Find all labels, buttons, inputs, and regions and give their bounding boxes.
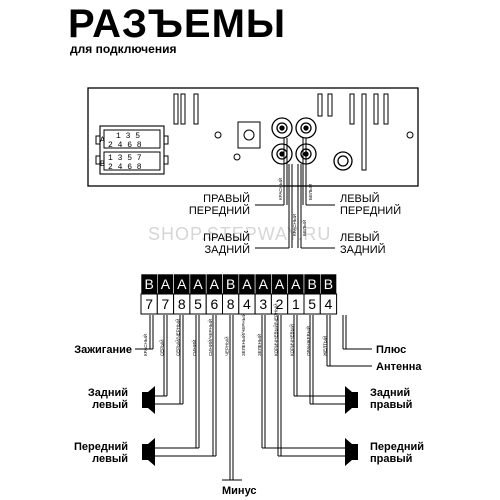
speaker-rear-right-icon <box>345 386 358 414</box>
pin-wire-color: ЖЕЛТЫЙ <box>320 336 327 356</box>
row-a-bottom: 2 4 6 8 <box>108 141 142 150</box>
speaker-front-right-icon <box>345 438 358 466</box>
pin-row-letter: B <box>226 276 235 292</box>
label-antenna: Антенна <box>376 361 422 373</box>
pin-number: 7 <box>145 296 153 312</box>
pin-row-letter: A <box>161 276 171 292</box>
pin-wire-color: ЧЕРНЫЙ <box>223 337 230 356</box>
pin-number: 7 <box>162 296 170 312</box>
pin-number: 4 <box>243 296 251 312</box>
pin-number: 2 <box>276 296 284 312</box>
pin-wire-color: КОРИЧНЕВЫЙ <box>288 324 295 356</box>
rca-wire-red: КРАСНЫЙ <box>276 178 283 200</box>
pin-number: 4 <box>325 296 333 312</box>
pin-row-letter: A <box>177 276 187 292</box>
pin-number: 1 <box>292 296 300 312</box>
row-a-label: A <box>100 136 105 145</box>
label-plus: Плюс <box>376 344 406 356</box>
label-minus: Минус <box>222 485 257 497</box>
label-ignition: Зажигание <box>74 344 132 356</box>
rca-wire-white-2: БЕЛЫЙ <box>300 220 307 236</box>
rca-wire-red-2: КРАСНЫЙ <box>290 214 297 236</box>
pin-wire-color: СИНИЙ/ЧЕРНЫЙ <box>206 319 213 356</box>
wiring-lines <box>135 315 372 481</box>
pin-number: 3 <box>259 296 267 312</box>
pin-number: 5 <box>194 296 202 312</box>
pin-table: B7КРАСНЫЙA7СЕРЫЙA8СЕРЫЙ/ЧЕРНЫЙA5СИНИЙA6С… <box>140 273 338 357</box>
speaker-front-left-icon <box>142 438 155 466</box>
pin-wire-color: СИНИЙ <box>190 340 197 356</box>
page-title: РАЗЪЕМЫ <box>68 2 287 46</box>
pin-row-letter: B <box>144 276 153 292</box>
pin-wire-color: КРАСНЫЙ <box>141 334 148 356</box>
pin-row-letter: B <box>324 276 333 292</box>
page-subtitle: для подключения <box>70 42 177 56</box>
pin-wire-color: ЗЕЛЕНЫЙ/ЧЕРНЫЙ <box>239 313 246 356</box>
pin-row-letter: A <box>259 276 269 292</box>
pin-wire-color: СЕРЫЙ/ЧЕРНЫЙ <box>174 319 181 356</box>
pin-row-letter: B <box>307 276 316 292</box>
pin-number: 8 <box>227 296 235 312</box>
connector-block-labels: A B 1 3 5 2 4 6 8 1 3 5 7 2 4 6 8 <box>100 132 142 172</box>
row-a-top: 1 3 5 <box>116 132 140 141</box>
rca-wire-white: БЕЛЫЙ <box>306 184 313 200</box>
rca-leads <box>255 138 335 249</box>
pin-wire-color: ЗЕЛЕНЫЙ <box>255 334 262 356</box>
pin-row-letter: A <box>275 276 285 292</box>
head-unit-panel <box>87 87 419 187</box>
pin-row-letter: A <box>291 276 301 292</box>
pin-number: 6 <box>210 296 218 312</box>
pin-wire-color: ОРАНЖЕВЫЙ <box>304 326 311 356</box>
speaker-rear-left-icon <box>142 386 155 414</box>
pin-wire-color: СЕРЫЙ <box>157 340 164 356</box>
pin-number: 5 <box>308 296 316 312</box>
row-b-top: 1 3 5 7 <box>108 154 142 163</box>
pin-wire-color: КОРИЧНЕВЫЙ/ЧЕРНЫЙ <box>271 304 278 357</box>
pin-row-letter: A <box>242 276 252 292</box>
pin-number: 8 <box>178 296 186 312</box>
pin-row-letter: A <box>193 276 203 292</box>
pin-num-cell <box>319 293 338 315</box>
row-b-bottom: 2 4 6 8 <box>108 163 142 172</box>
row-b-label: B <box>100 160 105 169</box>
pin-row-letter: A <box>210 276 220 292</box>
watermark: SHOP.STEPWAY.RU <box>148 224 331 244</box>
